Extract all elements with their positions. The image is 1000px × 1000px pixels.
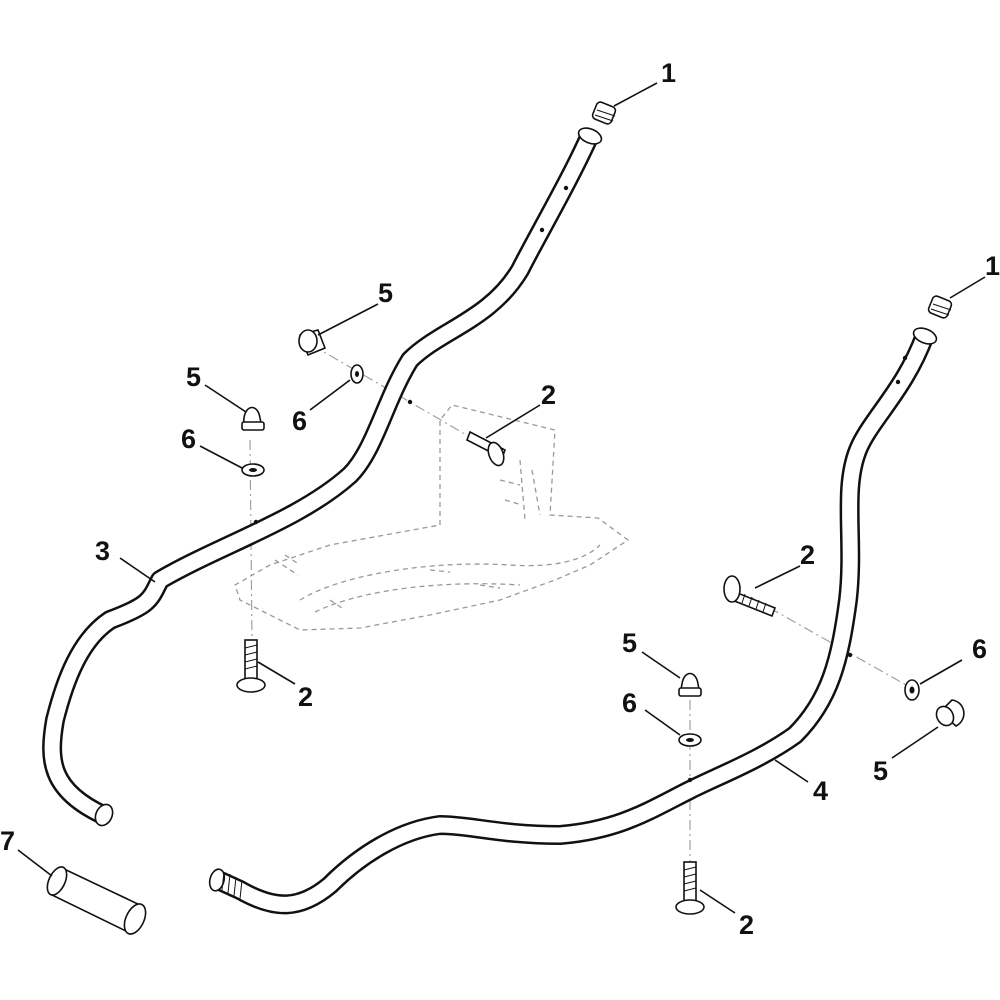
bolt-upper-left [466, 430, 506, 467]
cap-nut-left [241, 406, 265, 431]
callout-7-grip: 7 [0, 826, 15, 856]
washer-right [904, 679, 920, 701]
end-cap-left [591, 101, 617, 125]
cap-nut-middle [678, 672, 702, 697]
grip-knurl [221, 871, 243, 900]
callout-5-right-nut: 5 [873, 756, 888, 786]
callout-4-right-tube: 4 [813, 776, 828, 806]
callout-5-middle-nut: 5 [622, 628, 637, 658]
bolt-lower-left [236, 639, 266, 693]
bolt-right-horizontal [723, 575, 777, 618]
washer-upper [350, 364, 364, 384]
callout-2-lower-right-bolt: 2 [739, 910, 754, 940]
callout-1-right-cap: 1 [985, 251, 1000, 281]
washer-left [241, 463, 265, 477]
callout-6-left-washer: 6 [181, 424, 196, 454]
callout-2-lower-left-bolt: 2 [298, 682, 313, 712]
callout-6-upper-washer: 6 [292, 406, 307, 436]
cap-nut-upper [298, 329, 327, 357]
callout-5-left-nut: 5 [186, 362, 201, 392]
end-cap-right [927, 295, 953, 319]
deck-bracket-outline [234, 404, 630, 631]
callout-1-left-cap: 1 [661, 58, 676, 88]
cap-nut-right [935, 699, 965, 727]
callout-2-right-bolt: 2 [800, 540, 815, 570]
handle-grip [46, 866, 147, 935]
callout-6-middle-washer: 6 [622, 688, 637, 718]
callout-5-upper-nut: 5 [378, 278, 393, 308]
callout-2-upper-bolt: 2 [541, 380, 556, 410]
bolt-lower-right [675, 861, 705, 915]
washer-middle [678, 733, 702, 747]
handle-tube-right [208, 327, 938, 915]
handle-tube-left [42, 127, 603, 827]
callout-3-left-tube: 3 [95, 536, 110, 566]
leader-lines [17, 82, 986, 914]
callout-labels: 1 1 2 2 2 2 3 4 5 5 5 5 6 6 6 6 7 [0, 58, 1000, 940]
callout-6-right-washer: 6 [972, 634, 987, 664]
